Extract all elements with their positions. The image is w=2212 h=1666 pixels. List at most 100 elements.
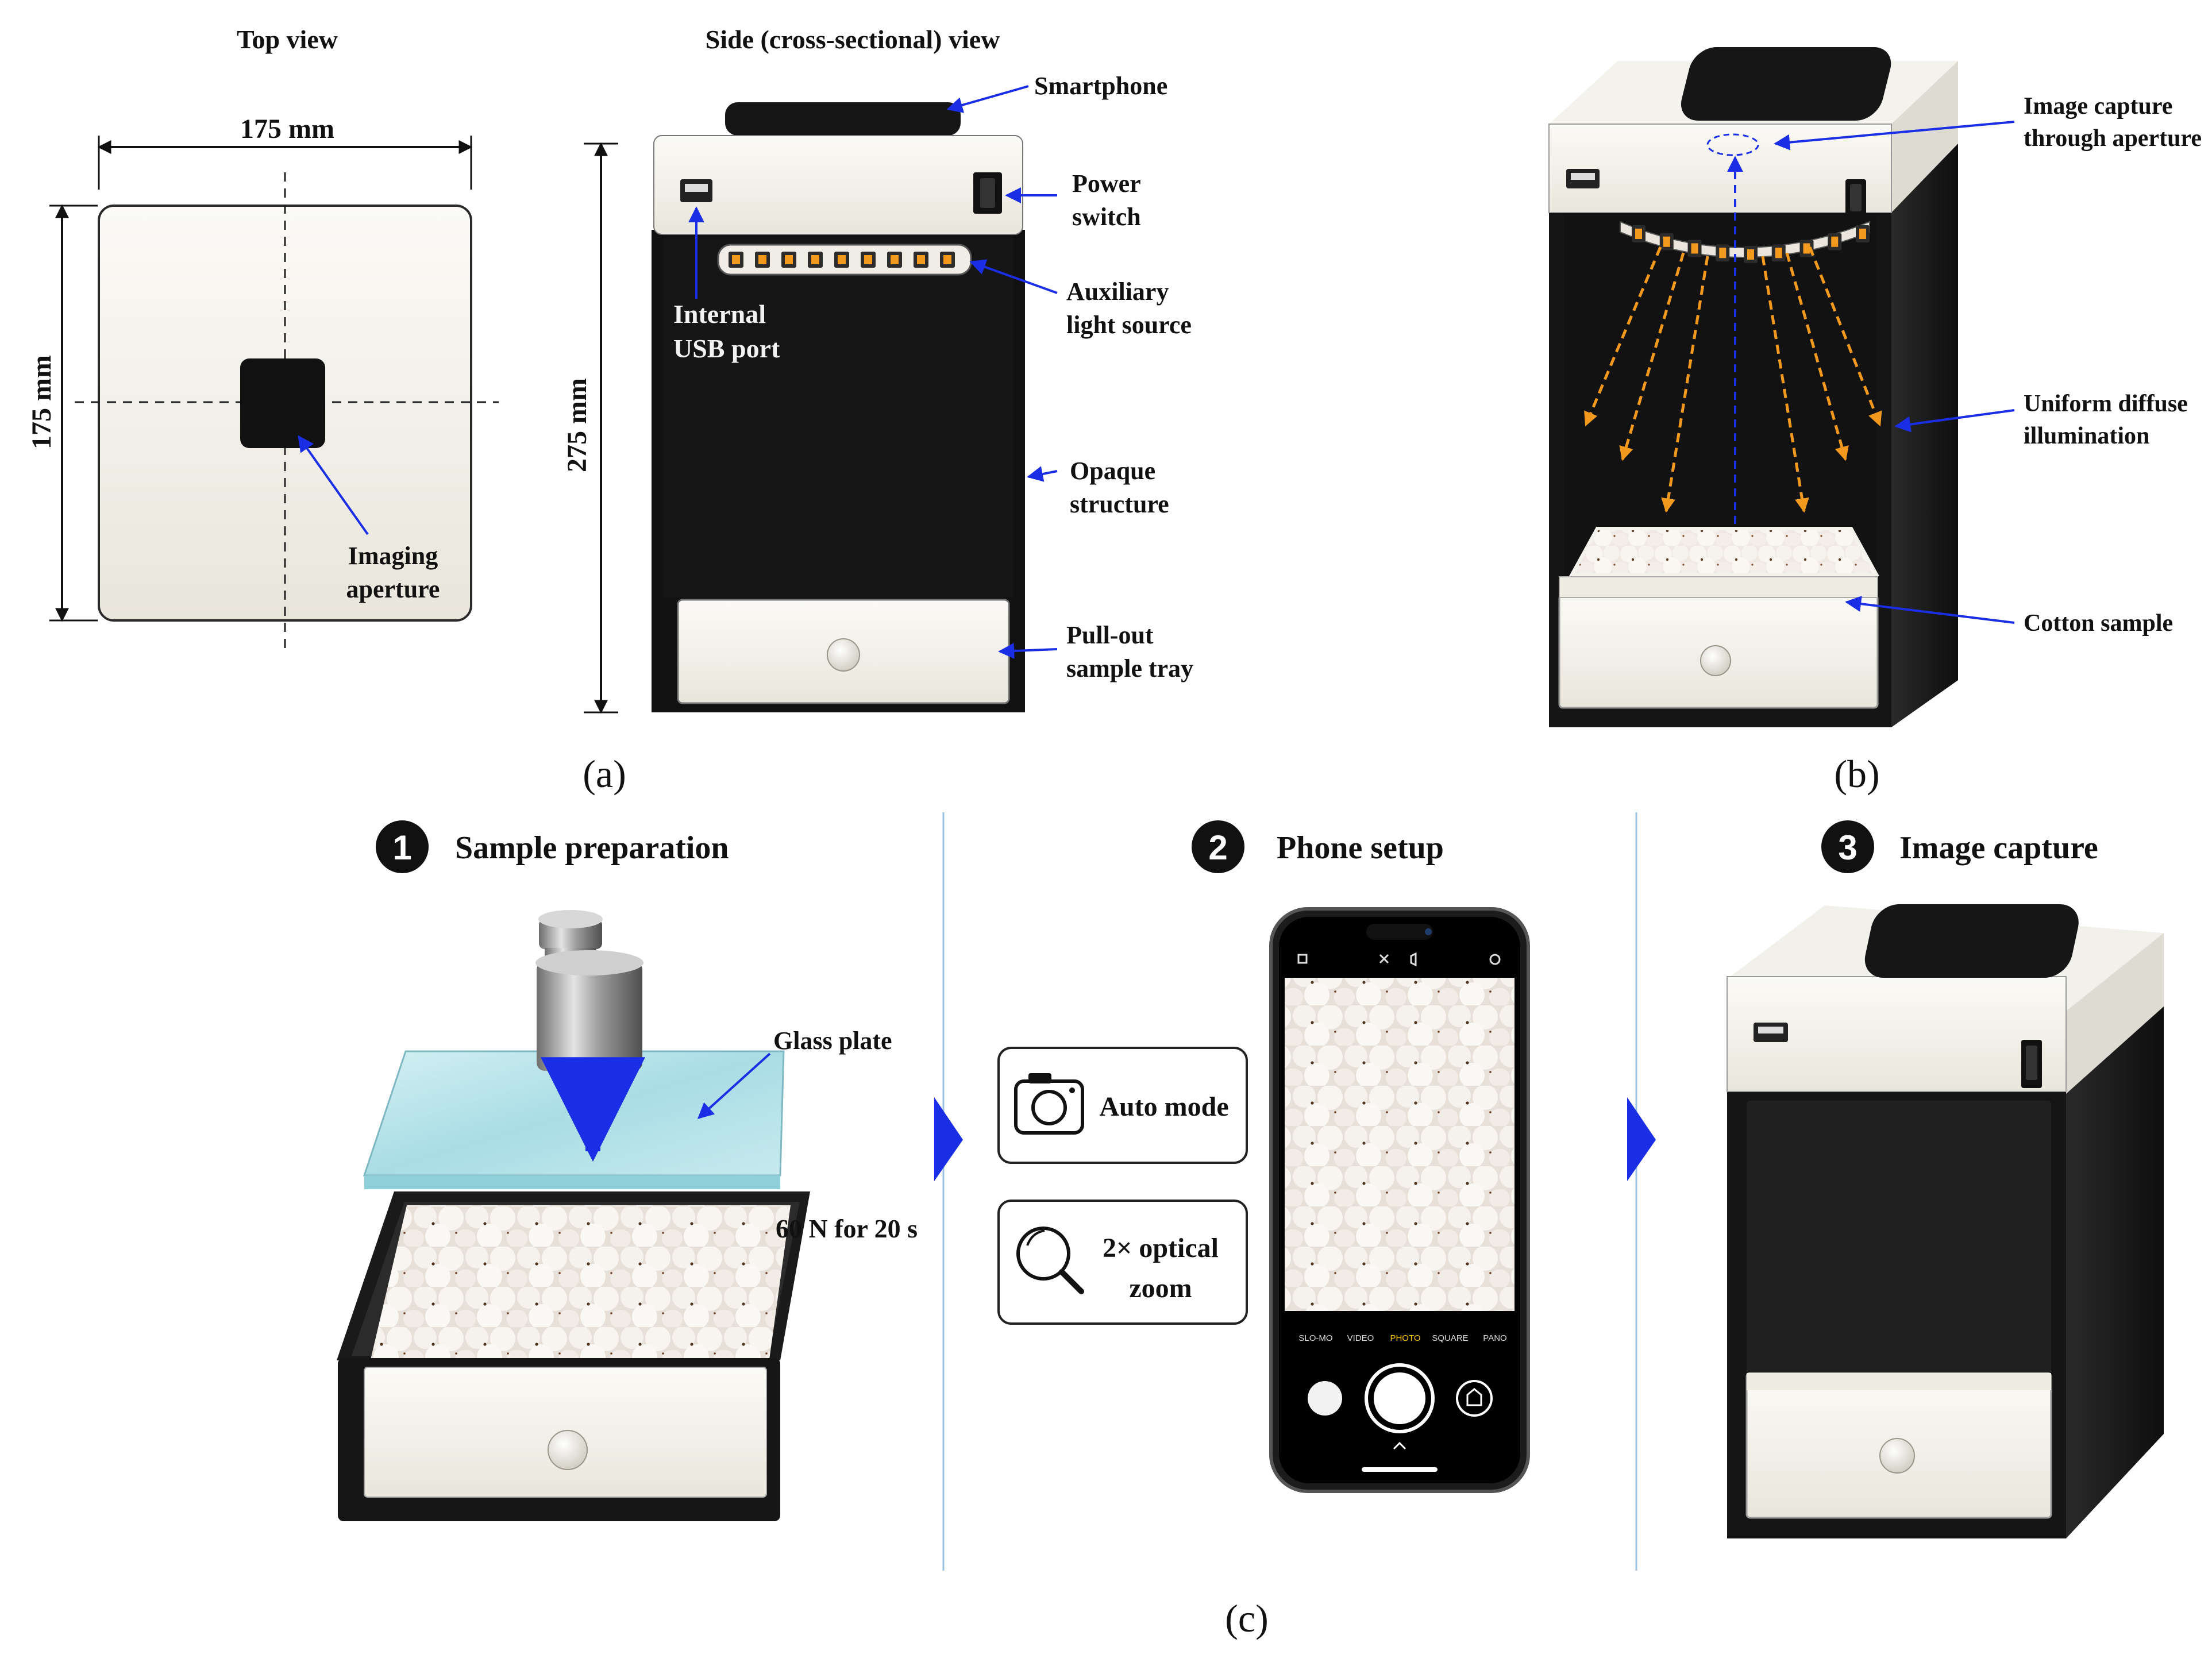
led-light bbox=[758, 255, 766, 264]
tray-label-1: Pull-out bbox=[1066, 621, 1154, 649]
side-power-rocker bbox=[980, 178, 995, 208]
panel-a-letter: (a) bbox=[583, 752, 626, 796]
step3-tray-knob bbox=[1879, 1438, 1915, 1474]
step1-glass-edge bbox=[364, 1175, 780, 1189]
smartphone-leader bbox=[946, 85, 1029, 113]
tray-leader bbox=[998, 643, 1058, 659]
side-led-ring bbox=[717, 244, 972, 276]
side-tray-knob bbox=[827, 638, 860, 672]
phone-thumbnail bbox=[1308, 1381, 1342, 1416]
led-light bbox=[785, 255, 793, 264]
zoom-label-1: 2× optical bbox=[1103, 1233, 1219, 1263]
zoom-label-2: zoom bbox=[1129, 1273, 1192, 1304]
top-view-title: Top view bbox=[237, 25, 338, 54]
phone-mode-row: SLO-MO VIDEO PHOTO SQUARE PANO bbox=[1298, 1333, 1506, 1343]
phone-notch bbox=[1366, 924, 1433, 940]
step1-drawer bbox=[337, 1191, 810, 1521]
step1-drawer-knob bbox=[548, 1430, 588, 1470]
light-ray bbox=[1584, 246, 1662, 427]
b-led-ring bbox=[1620, 221, 1870, 263]
step3-badge bbox=[1821, 820, 1874, 873]
b-cotton-top bbox=[1572, 529, 1876, 574]
step1-cotton bbox=[368, 1205, 791, 1372]
aperture-label-1: Imaging bbox=[348, 542, 438, 570]
led-light bbox=[1859, 229, 1866, 239]
b-illum-leader bbox=[1894, 409, 2015, 433]
light-leader bbox=[969, 259, 1058, 294]
usb-label-2: USB port bbox=[673, 334, 780, 363]
glass-label: Glass plate bbox=[773, 1027, 892, 1055]
b-capture-label-1: Image capture bbox=[2024, 93, 2172, 119]
led-light bbox=[1775, 248, 1782, 259]
force-label: 60 N for 20 s bbox=[776, 1214, 918, 1243]
height-dim-label: 175 mm bbox=[26, 355, 57, 449]
opaque-leader bbox=[1027, 466, 1058, 482]
flow-arrow-2 bbox=[1627, 1097, 1656, 1181]
step3-num: 3 bbox=[1838, 828, 1857, 867]
phone-flip-camera-icon[interactable] bbox=[1456, 1380, 1493, 1417]
usb-label-1: Internal bbox=[673, 299, 766, 329]
light-ray bbox=[1808, 246, 1882, 427]
led-light bbox=[1691, 243, 1698, 254]
phone-chevron-up-icon bbox=[1393, 1441, 1406, 1450]
b-light-rays bbox=[1584, 246, 1882, 513]
led-light bbox=[917, 255, 925, 264]
aperture-leader bbox=[298, 435, 369, 535]
b-illum-label-2: illumination bbox=[2024, 423, 2149, 449]
b-capture-label-2: through aperture bbox=[2024, 125, 2202, 152]
zoom-card bbox=[997, 1200, 1248, 1325]
camera-mode-square[interactable]: SQUARE bbox=[1432, 1333, 1468, 1343]
side-smartphone bbox=[725, 102, 961, 136]
panel-b-letter: (b) bbox=[1834, 752, 1879, 796]
step3-title: Image capture bbox=[1899, 830, 2098, 866]
led-light bbox=[943, 255, 951, 264]
panel-b: Image capture through aperture Uniform d… bbox=[1548, 47, 2202, 796]
phone-home-indicator bbox=[1362, 1467, 1438, 1472]
step3-box bbox=[1727, 904, 2164, 1538]
led-light bbox=[1719, 248, 1727, 259]
b-illum-label-1: Uniform diffuse bbox=[2024, 391, 2188, 417]
led-light bbox=[732, 255, 740, 264]
flow-arrow-1 bbox=[934, 1097, 963, 1181]
b-capture-leader bbox=[1774, 121, 2015, 151]
side-view-title: Side (cross-sectional) view bbox=[706, 25, 1000, 54]
light-label-2: light source bbox=[1066, 311, 1192, 339]
led-light bbox=[811, 255, 819, 264]
step1-badge bbox=[376, 820, 429, 873]
light-label-1: Auxiliary bbox=[1066, 277, 1169, 306]
led-light bbox=[838, 255, 846, 264]
camera-mode-slo-mo[interactable]: SLO-MO bbox=[1298, 1333, 1332, 1343]
phone-shutter-button[interactable] bbox=[1370, 1369, 1429, 1428]
led-light bbox=[1831, 236, 1839, 247]
smartphone-label: Smartphone bbox=[1034, 72, 1167, 100]
led-light bbox=[1803, 243, 1810, 254]
side-box-inner bbox=[663, 236, 1013, 597]
step1-title: Sample preparation bbox=[455, 830, 729, 866]
camera-mode-pano[interactable]: PANO bbox=[1483, 1333, 1506, 1343]
tray-label-2: sample tray bbox=[1066, 654, 1193, 682]
phone-viewfinder bbox=[1285, 978, 1515, 1311]
phone-top-icons bbox=[1297, 952, 1501, 967]
camera-mode-photo[interactable]: PHOTO bbox=[1390, 1333, 1420, 1343]
b-box-side bbox=[1891, 124, 1958, 727]
step3-front-panel bbox=[1747, 1101, 2051, 1388]
width-dim-label: 175 mm bbox=[240, 114, 334, 144]
light-ray bbox=[1785, 252, 1849, 461]
phone: SLO-MO VIDEO PHOTO SQUARE PANO bbox=[1269, 907, 1530, 1493]
b-tray-inner-rim bbox=[1569, 527, 1880, 576]
panel-a: Top view 175 mm 175 mm Imaging aperture … bbox=[26, 25, 1193, 796]
b-tray-front-lip bbox=[1559, 576, 1878, 598]
b-power-rocker bbox=[1850, 184, 1862, 211]
led-light bbox=[1747, 249, 1754, 260]
auto-mode-label: Auto mode bbox=[1099, 1092, 1228, 1122]
power-label-2: switch bbox=[1072, 203, 1141, 231]
step1-num: 1 bbox=[392, 828, 411, 867]
led-light bbox=[864, 255, 872, 264]
light-ray bbox=[1761, 256, 1809, 513]
camera-mode-video[interactable]: VIDEO bbox=[1347, 1333, 1374, 1343]
step2-num: 2 bbox=[1208, 828, 1227, 867]
camera-icon bbox=[1014, 1073, 1084, 1135]
b-lid-right bbox=[1891, 61, 1958, 213]
magnifier-icon bbox=[1016, 1227, 1084, 1294]
led-light bbox=[1663, 236, 1670, 247]
